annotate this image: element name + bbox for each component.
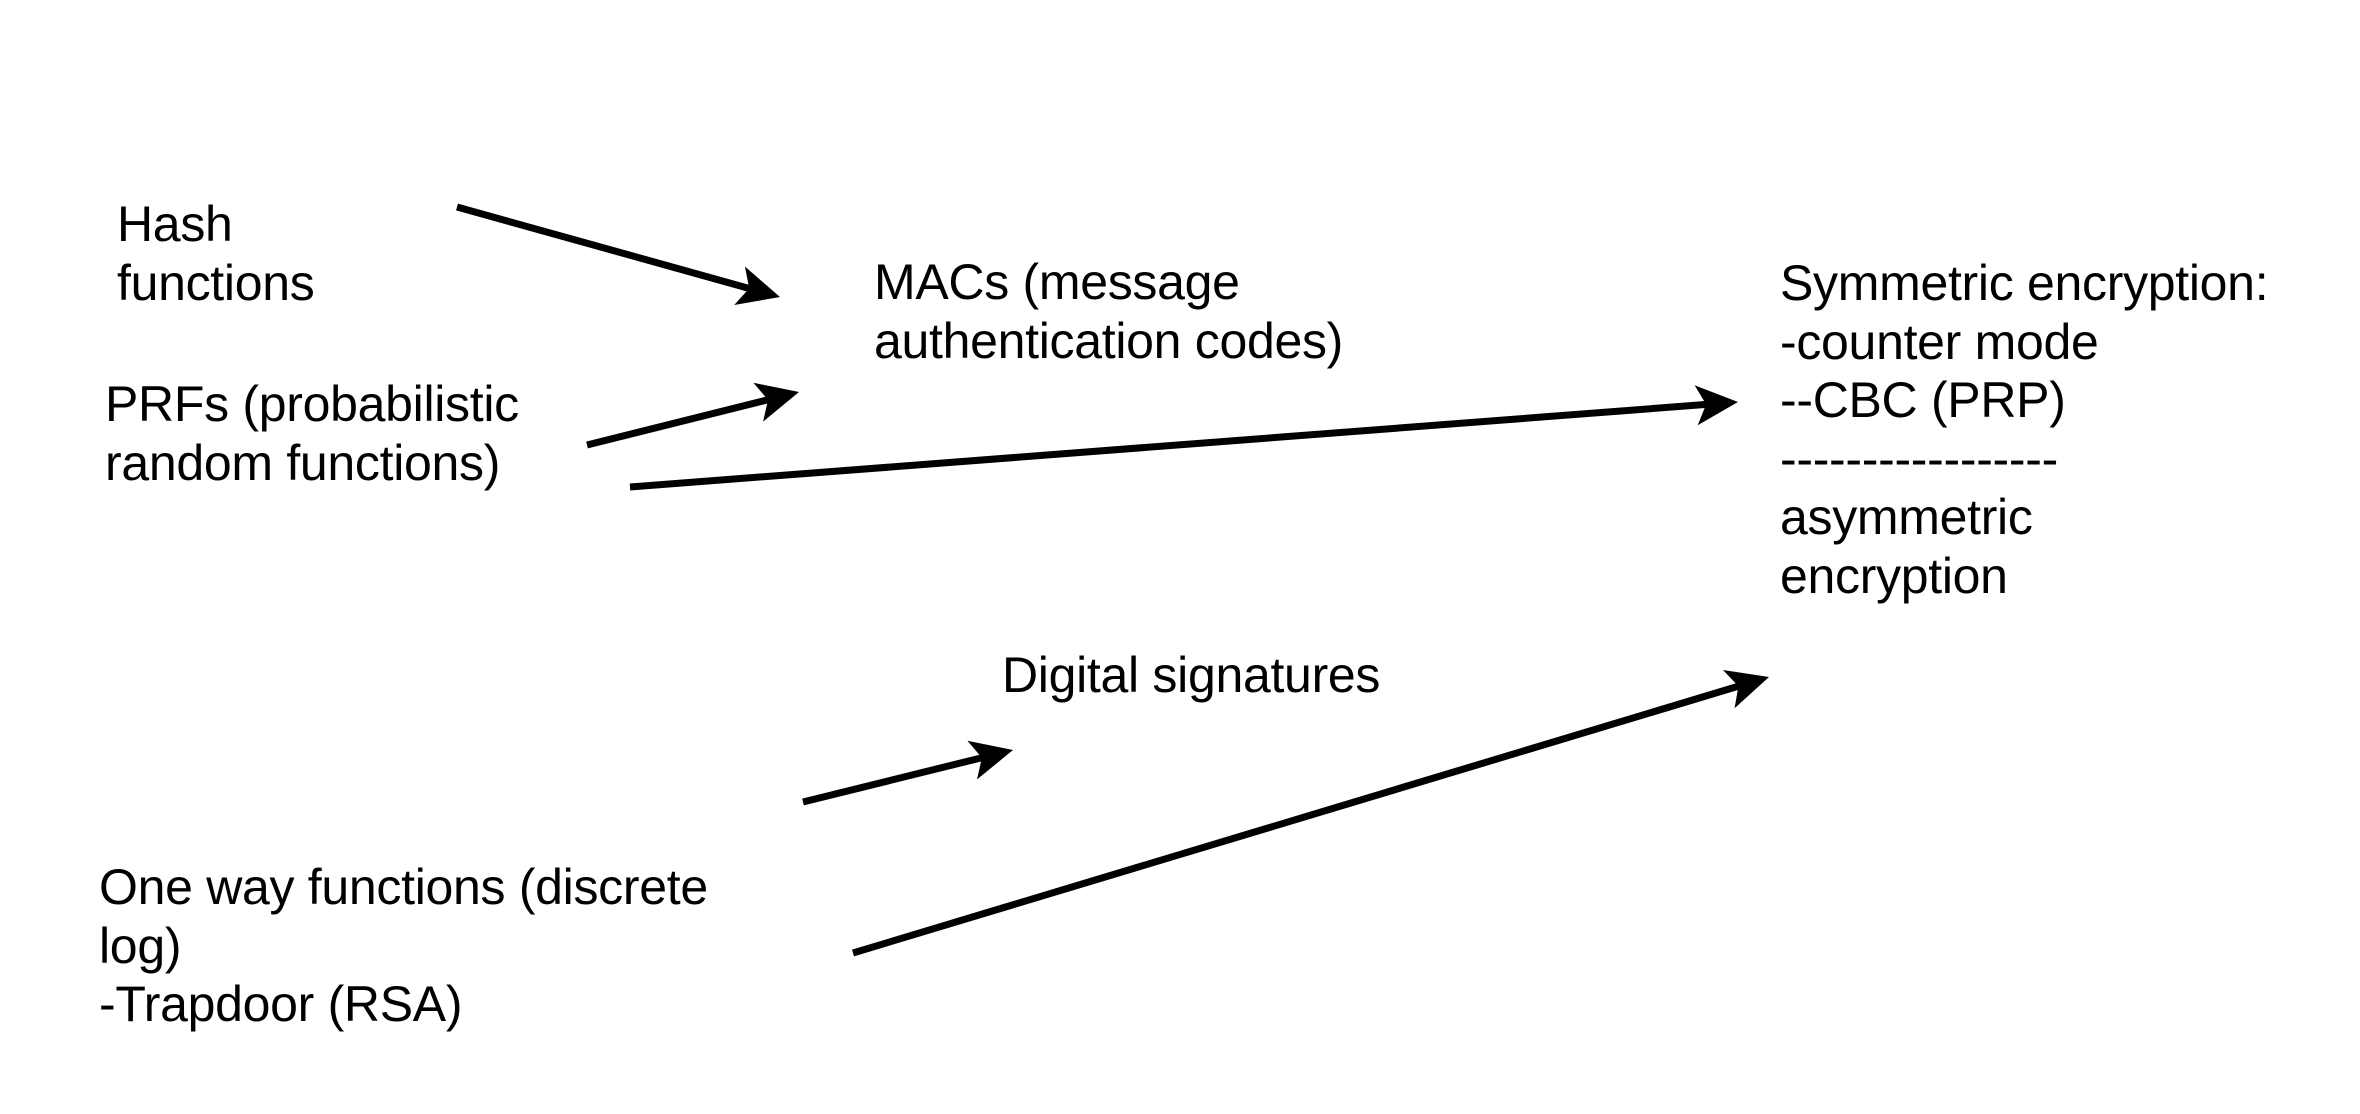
node-label-line: random functions): [105, 434, 501, 491]
arrow-head-icon: [753, 382, 799, 422]
node-hash-functions: Hash functions: [117, 195, 315, 312]
arrow-head-icon: [967, 740, 1013, 780]
node-label-line: --CBC (PRP): [1780, 372, 2066, 428]
node-label-line: -Trapdoor (RSA): [99, 976, 463, 1032]
node-label-line: One way functions (discrete: [99, 859, 708, 915]
arrow-shaft: [586, 395, 771, 449]
node-label-line: Digital signatures: [1002, 647, 1381, 703]
node-label-line: Hash: [117, 196, 233, 252]
node-label-line: functions: [117, 254, 315, 311]
arrow-head-icon: [734, 266, 780, 305]
node-prfs: PRFs (probabilistic random functions): [105, 375, 519, 492]
node-label-line: MACs (message: [874, 254, 1240, 310]
node-label-line: -counter mode: [1780, 313, 2099, 370]
arrow-prf-to-sym: [629, 385, 1738, 491]
node-label-line: Symmetric encryption:: [1780, 255, 2269, 311]
node-digital-signatures: Digital signatures: [1002, 646, 1380, 705]
arrow-shaft: [456, 203, 753, 293]
arrow-owf-to-sym: [851, 670, 1769, 957]
node-encryption: Symmetric encryption: -counter mode --CB…: [1780, 254, 2269, 605]
arrow-owf-to-dsig: [802, 740, 1013, 806]
node-label-line: asymmetric: [1780, 489, 2033, 545]
arrow-prf-to-mac: [586, 382, 799, 449]
separator-dashes: -----------------: [1780, 430, 2058, 487]
node-one-way-functions: One way functions (discrete log) -Trapdo…: [99, 858, 708, 1034]
node-label-line: log): [99, 917, 182, 974]
arrow-shaft: [851, 682, 1742, 957]
arrow-head-icon: [1694, 385, 1738, 426]
node-label-line: PRFs (probabilistic: [105, 376, 519, 432]
arrow-head-icon: [1723, 670, 1769, 709]
arrow-shaft: [802, 753, 985, 806]
arrow-hash-to-mac: [456, 203, 780, 305]
node-macs: MACs (message authentication codes): [874, 253, 1343, 370]
node-label-line: encryption: [1780, 547, 2008, 604]
arrow-shaft: [629, 400, 1709, 491]
node-label-line: authentication codes): [874, 312, 1344, 369]
